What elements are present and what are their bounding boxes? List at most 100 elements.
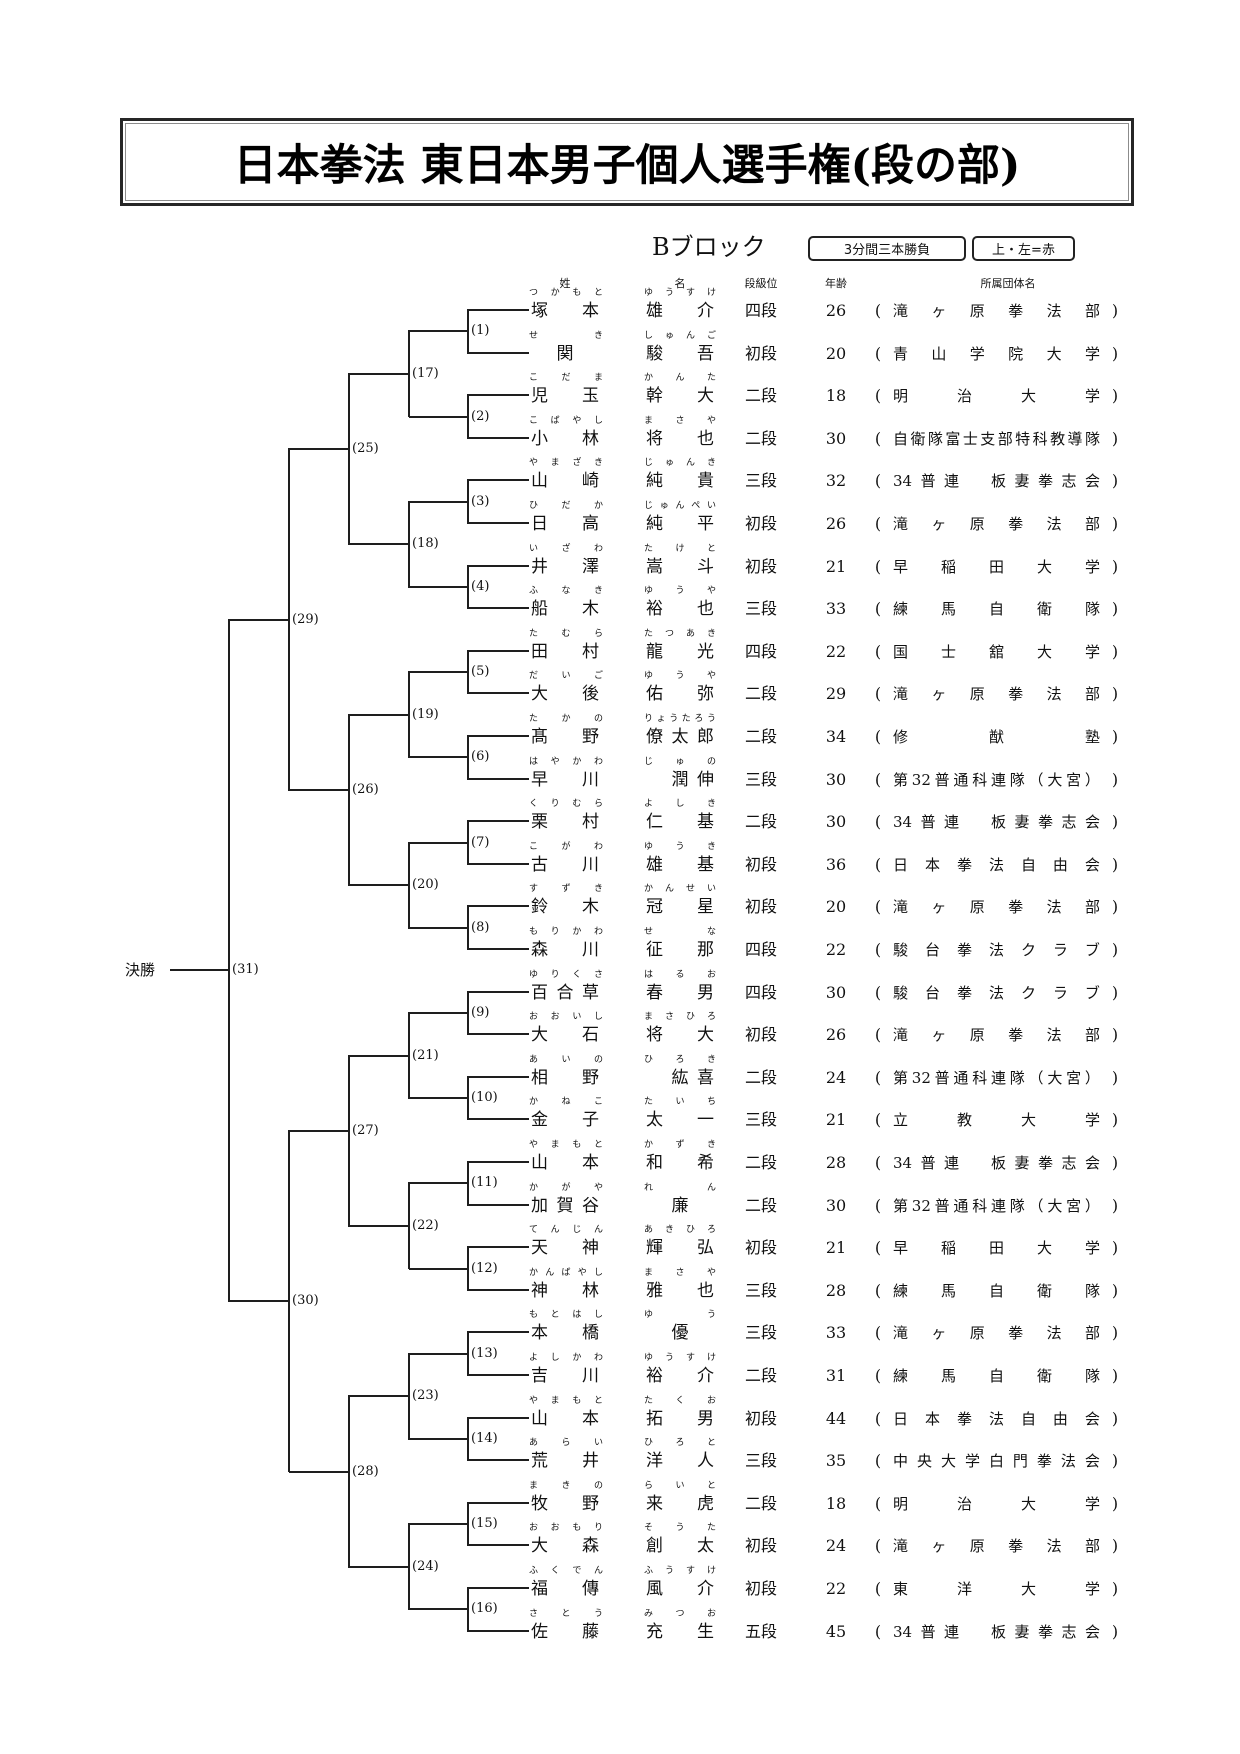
char: 也 <box>697 599 714 620</box>
char: 大 <box>1020 1111 1036 1130</box>
given-name-furigana: ひろき <box>644 1055 716 1066</box>
affiliation: 日本拳法自由会 <box>893 854 1100 876</box>
rank: 二段 <box>744 1153 778 1172</box>
char: 大 <box>531 1536 548 1557</box>
char: 科 <box>972 770 988 789</box>
char: り <box>593 1523 603 1534</box>
char: 学 <box>1084 557 1100 576</box>
surname-furigana: あいの <box>529 1055 603 1066</box>
affiliation: 練馬自衛隊 <box>893 1280 1100 1302</box>
char: さ <box>664 1012 674 1023</box>
rank: 三段 <box>744 769 778 789</box>
char: 貴 <box>697 471 714 492</box>
char: 大 <box>1036 557 1052 576</box>
char: 藤 <box>582 1621 599 1642</box>
surname: 吉川 <box>531 1365 599 1387</box>
age: 20 <box>825 897 847 917</box>
given-name: 春男 <box>646 982 714 1004</box>
char: も <box>572 288 582 298</box>
char: 弥 <box>697 684 714 705</box>
affiliation: 国士舘大学 <box>893 641 1100 663</box>
char: た <box>529 628 539 639</box>
bracket-line <box>409 415 469 418</box>
given-name-furigana: あきひろ <box>644 1225 716 1236</box>
bracket-line <box>468 1629 529 1632</box>
surname: 本橋 <box>531 1322 599 1344</box>
match-number: (6) <box>471 749 490 765</box>
char: か <box>593 501 603 511</box>
bracket-line <box>468 1459 529 1462</box>
bracket-line <box>468 1587 529 1589</box>
char: が <box>561 1182 571 1193</box>
given-name: 来虎 <box>646 1493 714 1515</box>
char: 連 <box>944 1622 960 1641</box>
rank: 二段 <box>744 812 778 832</box>
char: 教 <box>1050 429 1066 448</box>
char: ゆ <box>644 1310 654 1321</box>
char: の <box>593 1054 603 1065</box>
char: 滝 <box>893 685 909 704</box>
char: 澤 <box>582 556 599 577</box>
char: き <box>706 628 716 639</box>
char: や <box>706 415 716 426</box>
match-number: (19) <box>412 706 439 722</box>
given-name: 将也 <box>646 428 714 450</box>
age: 21 <box>825 1110 847 1130</box>
bracket-line <box>468 777 529 780</box>
age: 45 <box>825 1621 847 1641</box>
surname-furigana: まきの <box>529 1481 603 1492</box>
match-number: (2) <box>471 408 490 424</box>
char: か <box>550 288 560 298</box>
char: 学 <box>1084 344 1100 363</box>
char: つ <box>675 1608 685 1619</box>
char: 那 <box>697 940 714 960</box>
surname: 百合草 <box>531 982 599 1004</box>
char: ） <box>1084 1196 1100 1215</box>
affiliation-paren-open: ( <box>874 1195 882 1215</box>
rank: 四段 <box>744 301 778 320</box>
char: 妻 <box>1014 1154 1030 1172</box>
bracket-line <box>468 1416 529 1419</box>
char: 早 <box>893 1239 909 1258</box>
affiliation-paren-close: ) <box>1111 812 1119 832</box>
char: む <box>561 628 571 639</box>
char: は <box>572 1310 582 1321</box>
char: 賀 <box>556 1195 574 1216</box>
char: 野 <box>582 1493 599 1514</box>
bracket-line <box>349 372 410 375</box>
char: 玉 <box>582 386 599 407</box>
char: ヶ <box>931 302 947 320</box>
char: 平 <box>697 514 714 534</box>
char: 雄 <box>646 301 663 321</box>
given-name: 和希 <box>646 1152 714 1174</box>
surname: 髙野 <box>531 726 599 748</box>
bracket-line <box>468 351 529 354</box>
affiliation: 滝ヶ原拳法部 <box>893 300 1100 322</box>
age: 33 <box>825 599 847 619</box>
match-number: (9) <box>471 1004 490 1020</box>
char: ブ <box>1084 983 1100 1002</box>
char: 宮 <box>1066 1068 1082 1087</box>
match-number: (14) <box>471 1430 498 1446</box>
given-name: 裕介 <box>646 1365 714 1387</box>
surname-furigana: いざわ <box>529 544 603 555</box>
char: ん <box>550 1225 560 1236</box>
header-surname: 姓 <box>559 277 571 290</box>
char: 田 <box>988 1239 1004 1258</box>
age: 30 <box>825 428 847 448</box>
affiliation-paren-open: ( <box>874 897 882 917</box>
char: ブ <box>1084 941 1100 959</box>
affiliation: 明治大学 <box>893 1493 1100 1515</box>
char: き <box>706 799 716 810</box>
given-name: 僚太郎 <box>646 726 714 748</box>
char: 滝 <box>893 898 909 917</box>
age: 22 <box>825 1579 847 1598</box>
match-number: (10) <box>471 1090 498 1106</box>
